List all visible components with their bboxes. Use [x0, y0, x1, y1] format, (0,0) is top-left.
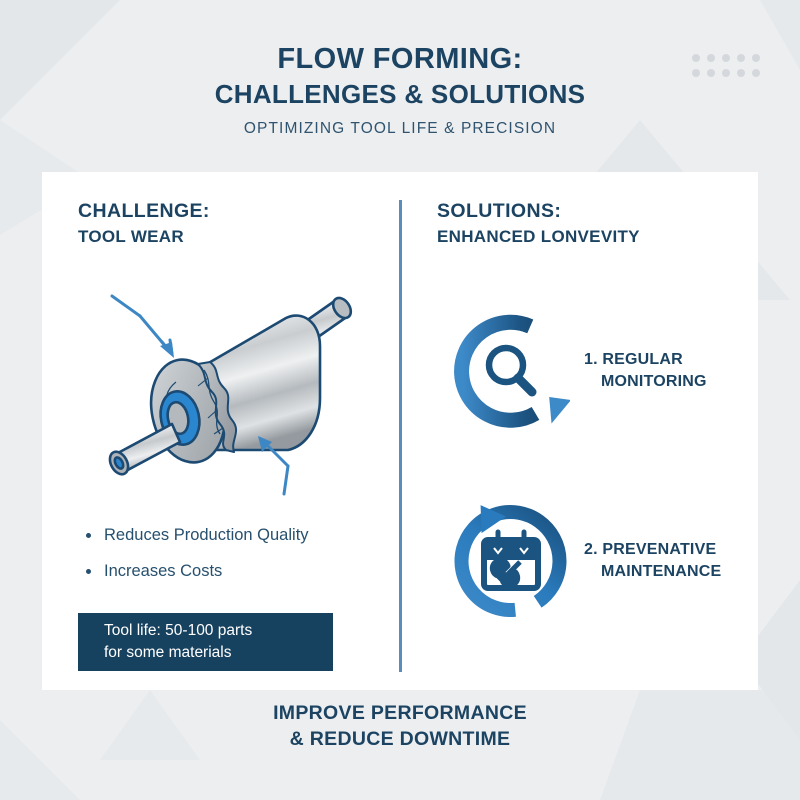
main-title-line1: FLOW FORMING: — [277, 43, 523, 75]
header: FLOW FORMING: CHALLENGES & SOLUTIONS OPT… — [0, 0, 800, 172]
challenge-heading-line2: TOOL WEAR — [78, 227, 184, 247]
column-divider — [399, 200, 402, 672]
bg-triangle-bottomright — [600, 690, 800, 800]
challenge-heading-line1: CHALLENGE: — [78, 200, 210, 222]
grid-dot — [752, 69, 760, 77]
bg-triangle-topleft — [0, 0, 120, 120]
footer-line2: & REDUCE DOWNTIME — [289, 728, 511, 751]
footer-line1: IMPROVE PERFORMANCE — [273, 702, 527, 724]
grid-dot — [737, 69, 745, 77]
wear-pointer-arrow-top — [110, 294, 174, 358]
footer: IMPROVE PERFORMANCE & REDUCE DOWNTIME — [0, 700, 800, 753]
grid-dot — [752, 54, 760, 62]
bg-triangle-bottomleft — [100, 690, 200, 760]
tool-life-callout-line1: Tool life: 50-100 parts — [104, 622, 253, 640]
grid-dot — [722, 69, 730, 77]
bg-triangle-bottom-corner — [0, 720, 80, 800]
solution-label-2: 2. PREVENATIVE MAINTENANCE — [584, 539, 721, 582]
roller-front-shaft — [108, 422, 182, 476]
wrench-glyph — [489, 557, 522, 589]
grid-dot — [737, 54, 745, 62]
magnifier-glyph — [485, 344, 537, 397]
solution-label-2-line2: MAINTENANCE — [601, 563, 722, 580]
main-title-line2: CHALLENGES & SOLUTIONS — [214, 79, 586, 110]
bg-triangle-right — [740, 580, 800, 740]
circular-arrow-head — [480, 505, 506, 534]
list-item: Reduces Production Quality — [82, 524, 309, 548]
challenge-heading: CHALLENGE: TOOL WEAR — [78, 198, 210, 249]
grid-dot — [707, 69, 715, 77]
list-item: Increases Costs — [82, 560, 309, 584]
bg-triangle-corner — [760, 0, 800, 70]
solution-label-2-line1: 2. PREVENATIVE — [584, 541, 717, 559]
tool-life-callout: Tool life: 50-100 parts for some material… — [78, 613, 333, 671]
solutions-heading: SOLUTIONS: ENHANCED LONVEVITY — [437, 198, 640, 249]
wear-pointer-arrow-bottom — [258, 436, 290, 496]
challenge-bullet-list: Reduces Production Quality Increases Cos… — [82, 524, 309, 596]
grid-dot — [692, 54, 700, 62]
grid-dot — [722, 54, 730, 62]
solution-label-1-line2: MONITORING — [601, 373, 707, 390]
solution-item-preventative-maintenance: 2. PREVENATIVE MAINTENANCE — [452, 502, 721, 620]
roller-wear-band — [165, 361, 237, 453]
solution-item-regular-monitoring: 1. REGULAR MONITORING — [452, 312, 707, 430]
circular-arrow-ring — [454, 505, 567, 618]
circular-arrow-head — [549, 396, 570, 424]
grid-dot — [692, 69, 700, 77]
tool-life-callout-text: Tool life: 50-100 parts for some material… — [104, 620, 252, 663]
solutions-heading-line1: SOLUTIONS: — [437, 200, 562, 222]
subtitle: OPTIMIZING TOOL LIFE & PRECISION — [243, 119, 557, 137]
grid-dot — [707, 54, 715, 62]
dot-grid-decoration — [692, 54, 767, 84]
solution-label-1: 1. REGULAR MONITORING — [584, 349, 707, 392]
solution-label-1-line1: 1. REGULAR — [584, 351, 683, 369]
solutions-heading-line2: ENHANCED LONVEVITY — [437, 227, 640, 247]
circular-arrow-calendar-wrench-icon — [454, 505, 567, 618]
worn-roller-illustration — [108, 294, 353, 496]
circular-arrow-magnifier-icon — [454, 314, 570, 428]
circular-arrow-ring — [454, 314, 540, 428]
tool-life-callout-line2: for some materials — [104, 644, 232, 661]
